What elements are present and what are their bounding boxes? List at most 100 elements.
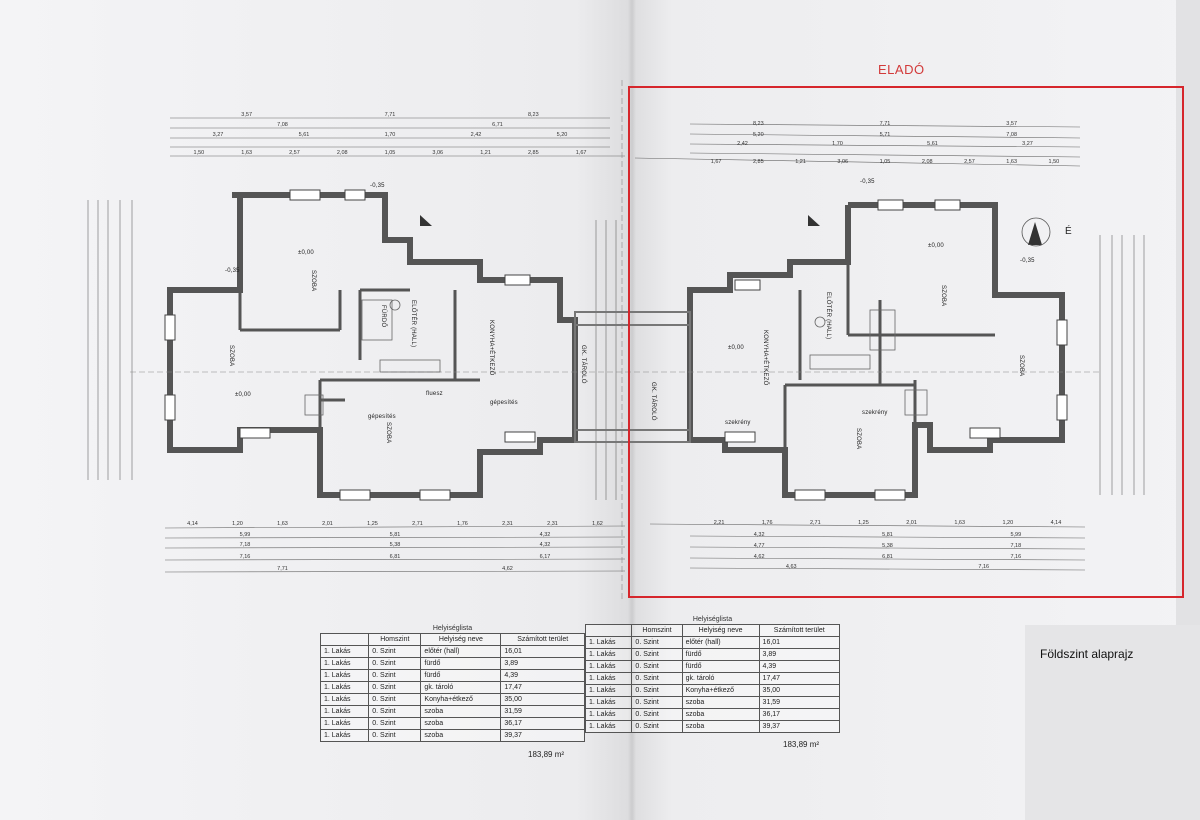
room-label: SZOBA — [940, 285, 946, 307]
dimension-label: 5,38 — [882, 543, 893, 549]
north-arrow-ring — [1021, 217, 1051, 247]
dimension-label: 1,05 — [880, 159, 891, 165]
schedule-cell: 36,17 — [500, 717, 585, 730]
dimension-label: 1,21 — [480, 150, 491, 156]
schedule-cell: 31,59 — [500, 705, 585, 718]
dimension-label: 1,76 — [762, 520, 773, 526]
dimension-label: 1,63 — [954, 520, 965, 526]
dimension-label: 1,76 — [457, 521, 468, 527]
dimension-label: 7,71 — [277, 566, 288, 572]
dimension-label: 2,08 — [337, 150, 348, 156]
schedule-header-cell: Számított terület — [758, 624, 841, 637]
dimension-label: 6,71 — [492, 122, 503, 128]
dimension-label: 7,71 — [385, 112, 396, 118]
dimension-label: 4,62 — [502, 566, 513, 572]
dimension-label: 2,85 — [753, 159, 764, 165]
schedule-cell: 1. Lakás — [319, 717, 370, 730]
room-label: SZOBA — [385, 422, 391, 444]
schedule-cell: 0. Szint — [631, 708, 683, 721]
schedule-cell: 0. Szint — [631, 720, 683, 733]
dimension-label: 4,63 — [786, 564, 797, 570]
schedule-cell: 0. Szint — [631, 672, 683, 685]
dimension-label: 1,20 — [1002, 520, 1013, 526]
dimension-label: 1,50 — [1049, 159, 1060, 165]
connector — [574, 311, 691, 443]
paper-fold — [628, 0, 636, 820]
schedule-cell: 0. Szint — [368, 669, 422, 682]
dimension-label: 6,81 — [882, 554, 893, 560]
schedule-cell: 0. Szint — [631, 636, 683, 649]
schedule-header-cell: Helyiség neve — [420, 633, 502, 646]
dimension-label: 5,61 — [299, 132, 310, 138]
for-sale-label: ELADÓ — [878, 62, 925, 77]
schedule-cell: 16,01 — [758, 636, 841, 649]
dimension-label: 2,71 — [412, 521, 423, 527]
dimension-label: 2,42 — [737, 141, 748, 147]
schedule-cell: szoba — [681, 696, 760, 709]
dimension-label: 2,42 — [471, 132, 482, 138]
dimension-label: 1,67 — [576, 150, 587, 156]
schedule-cell: 1. Lakás — [584, 648, 633, 661]
dimension-label: 3,27 — [1022, 141, 1033, 147]
schedule-cell: 0. Szint — [368, 693, 422, 706]
schedule-cell: 0. Szint — [631, 684, 683, 697]
schedule-cell: fürdő — [420, 669, 502, 682]
dimension-label: 1,62 — [592, 521, 603, 527]
dimension-label: 5,61 — [927, 141, 938, 147]
schedule-header-cell — [584, 624, 633, 637]
dimension-label: 5,99 — [1010, 532, 1021, 538]
dimension-label: 8,23 — [528, 112, 539, 118]
room-label: SZOBA — [310, 270, 316, 292]
north-mark: É — [1065, 226, 1072, 237]
room-label: KONYHA+ÉTKEZŐ — [488, 320, 494, 376]
schedule-cell: 1. Lakás — [319, 645, 370, 658]
schedule-cell: szoba — [420, 729, 502, 742]
schedule-cell: szoba — [681, 720, 760, 733]
room-label: KONYHA+ÉTKEZŐ — [762, 330, 768, 386]
schedule-total: 183,89 m² — [783, 740, 820, 749]
dimension-label: 4,77 — [754, 543, 765, 549]
dimension-label: 5,71 — [880, 132, 891, 138]
dimension-label: 5,81 — [882, 532, 893, 538]
room-label: GK. TÁROLÓ — [580, 345, 586, 384]
dimension-label: 3,06 — [837, 159, 848, 165]
schedule-cell: 0. Szint — [631, 660, 683, 673]
schedule-cell: Konyha+étkező — [681, 684, 760, 697]
room-label: GK. TÁROLÓ — [650, 382, 656, 421]
dimension-label: 4,14 — [1051, 520, 1062, 526]
schedule-cell: 3,89 — [500, 657, 585, 670]
schedule-cell: gk. tároló — [681, 672, 760, 685]
for-sale-highlight-box — [628, 86, 1184, 598]
fixture-label: szekrény — [862, 410, 888, 416]
schedule-cell: fürdő — [681, 648, 760, 661]
dimension-label: 6,17 — [540, 554, 551, 560]
dimension-label: 1,05 — [385, 150, 396, 156]
dimension-label: 7,08 — [277, 122, 288, 128]
level-mark: -0,35 — [370, 183, 385, 189]
dimension-label: 1,25 — [367, 521, 378, 527]
fixture-label: fluesz — [426, 391, 443, 397]
schedule-cell: 0. Szint — [368, 705, 422, 718]
level-mark: ±0,00 — [298, 250, 314, 256]
dimension-label: 5,20 — [557, 132, 568, 138]
dimension-label: 4,62 — [754, 554, 765, 560]
dimension-label: 1,63 — [277, 521, 288, 527]
schedule-cell: fürdő — [420, 657, 502, 670]
dimension-label: 7,71 — [880, 121, 891, 127]
schedule-cell: 1. Lakás — [319, 657, 370, 670]
schedule-cell: 1. Lakás — [319, 669, 370, 682]
room-label: SZOBA — [855, 428, 861, 450]
level-mark: -0,35 — [1020, 258, 1035, 264]
